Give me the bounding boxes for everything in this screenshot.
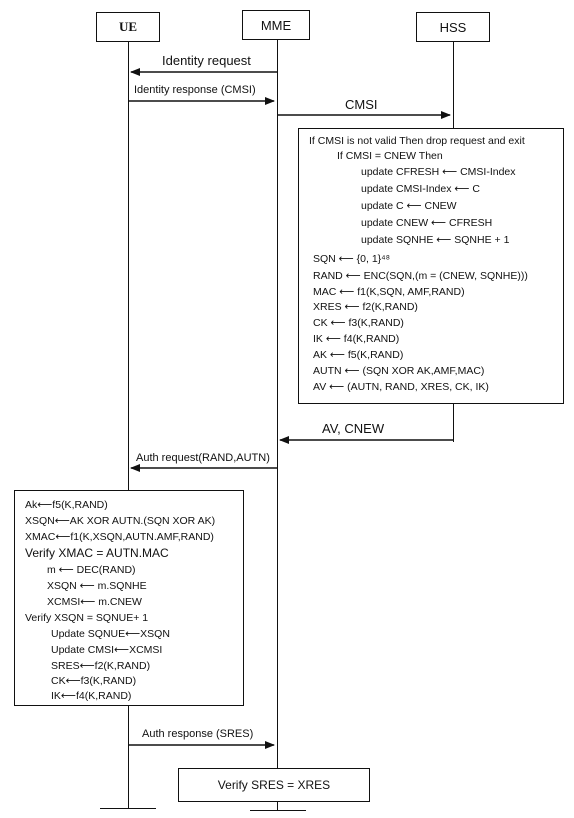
ue-line: Verify XMAC = AUTN.MAC bbox=[25, 546, 169, 560]
ue-line: XMAC⟵f1(K,XSQN,AUTN.AMF,RAND) bbox=[25, 531, 214, 543]
hss-line: If CMSI = CNEW Then bbox=[337, 150, 443, 162]
ue-lifeline bbox=[128, 42, 129, 808]
ue-entity: UE bbox=[96, 12, 160, 42]
auth-request-label: Auth request(RAND,AUTN) bbox=[136, 452, 270, 464]
ue-line: XCMSI⟵ m.CNEW bbox=[47, 596, 142, 608]
ue-line: Update CMSI⟵XCMSI bbox=[51, 644, 163, 656]
hss-line: IK ⟵ f4(K,RAND) bbox=[313, 333, 400, 345]
mme-lifeline bbox=[277, 40, 278, 810]
mme-entity: MME bbox=[242, 10, 310, 40]
hss-line: update CMSI-Index ⟵ C bbox=[361, 183, 480, 195]
ue-line: Ak⟵f5(K,RAND) bbox=[25, 499, 108, 511]
ue-line: IK⟵f4(K,RAND) bbox=[51, 690, 132, 702]
ue-line: Verify XSQN = SQNUE+ 1 bbox=[25, 612, 149, 624]
hss-line: update C ⟵ CNEW bbox=[361, 200, 457, 212]
mme-baseline bbox=[250, 810, 306, 811]
hss-line: MAC ⟵ f1(K,SQN, AMF,RAND) bbox=[313, 286, 465, 298]
auth-response-label: Auth response (SRES) bbox=[142, 728, 254, 740]
hss-line: update CNEW ⟵ CFRESH bbox=[361, 217, 493, 229]
hss-line: RAND ⟵ ENC(SQN,(m = (CNEW, SQNHE))) bbox=[313, 270, 528, 282]
hss-line: AK ⟵ f5(K,RAND) bbox=[313, 349, 404, 361]
identity-request-label: Identity request bbox=[162, 53, 251, 68]
ue-line: SRES⟵f2(K,RAND) bbox=[51, 660, 151, 672]
ue-line: XSQN⟵AK XOR AUTN.(SQN XOR AK) bbox=[25, 515, 216, 527]
hss-line: SQN ⟵ {0, 1}⁴⁸ bbox=[313, 253, 391, 265]
hss-computation-box: If CMSI is not valid Then drop request a… bbox=[298, 128, 564, 404]
hss-line: XRES ⟵ f2(K,RAND) bbox=[313, 301, 418, 313]
ue-computation-box: Ak⟵f5(K,RAND) XSQN⟵AK XOR AUTN.(SQN XOR … bbox=[14, 490, 244, 706]
hss-line: update SQNHE ⟵ SQNHE + 1 bbox=[361, 234, 510, 246]
ue-line: Update SQNUE⟵XSQN bbox=[51, 628, 170, 640]
hss-line: If CMSI is not valid Then drop request a… bbox=[309, 135, 525, 147]
verify-sres-box: Verify SRES = XRES bbox=[178, 768, 370, 802]
ue-baseline bbox=[100, 808, 156, 809]
hss-entity: HSS bbox=[416, 12, 490, 42]
ue-line: CK⟵f3(K,RAND) bbox=[51, 675, 137, 687]
ue-line: m ⟵ DEC(RAND) bbox=[47, 564, 136, 576]
ue-line: XSQN ⟵ m.SQNHE bbox=[47, 580, 147, 592]
identity-response-label: Identity response (CMSI) bbox=[134, 84, 256, 96]
hss-line: AV ⟵ (AUTN, RAND, XRES, CK, IK) bbox=[313, 381, 489, 393]
hss-line: update CFRESH ⟵ CMSI-Index bbox=[361, 166, 516, 178]
hss-line: AUTN ⟵ (SQN XOR AK,AMF,MAC) bbox=[313, 365, 485, 377]
cmsi-label: CMSI bbox=[345, 97, 378, 112]
av-cnew-label: AV, CNEW bbox=[322, 421, 385, 436]
hss-line: CK ⟵ f3(K,RAND) bbox=[313, 317, 404, 329]
